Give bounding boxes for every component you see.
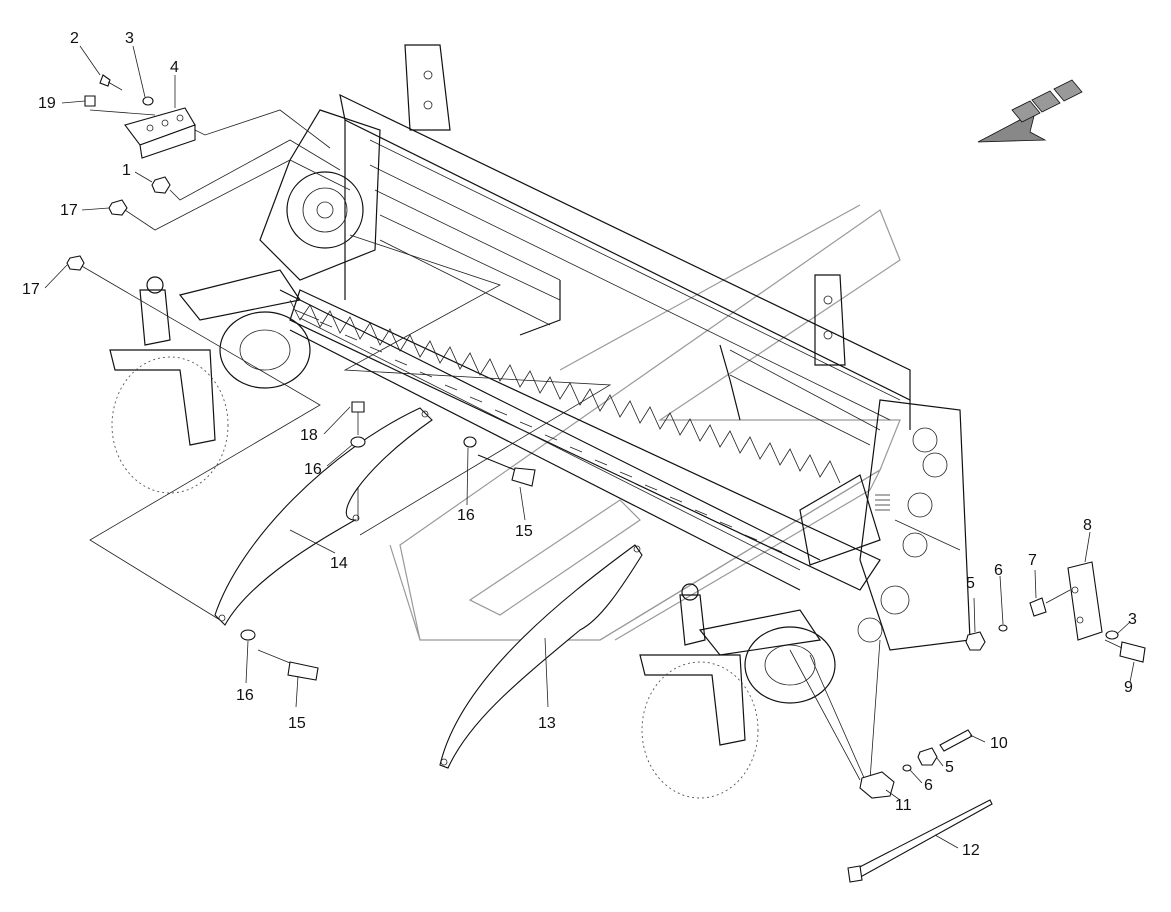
callout-15-lower: 15 [288,715,306,732]
callout-3: 3 [125,30,134,47]
callout-6-lower: 6 [924,777,933,794]
callout-1: 1 [122,162,131,179]
callout-15: 15 [515,523,533,540]
callout-17-lower: 17 [22,281,40,298]
callout-leaders [44,45,1135,849]
left-gauge-wheel [109,269,311,494]
callout-17: 17 [60,202,78,219]
callout-16-lower: 16 [236,687,254,704]
callout-16: 16 [304,461,322,478]
watermark-logo [389,204,901,641]
right-gauge-wheel [639,583,836,799]
callout-12: 12 [962,842,980,859]
callout-5: 5 [966,575,975,592]
guide-sheet-13 [439,544,643,769]
callout-7: 7 [1028,552,1037,569]
callout-18: 18 [300,427,318,444]
callout-13: 13 [538,715,556,732]
header-frame [259,44,971,651]
callout-19: 19 [38,95,56,112]
callout-labels: 2 3 4 19 1 17 17 18 16 16 15 14 16 15 13… [22,30,1137,859]
guide-sheet-14 [214,407,433,626]
callout-11: 11 [895,797,912,814]
callout-16-mid: 16 [457,507,475,524]
callout-9: 9 [1124,679,1133,696]
callout-4: 4 [170,59,179,76]
callout-8: 8 [1083,517,1092,534]
bracket-4 [124,107,196,159]
hardware-parts [66,74,1146,883]
pickup-tine-drum [279,289,841,591]
callout-10: 10 [990,735,1008,752]
leader-lines [79,109,961,781]
callout-6: 6 [994,562,1003,579]
callout-2: 2 [70,30,79,47]
callout-5-lower: 5 [945,759,954,776]
callout-14: 14 [330,555,348,572]
travel-direction-arrow-icon [977,79,1083,143]
callout-3-right: 3 [1128,611,1137,628]
